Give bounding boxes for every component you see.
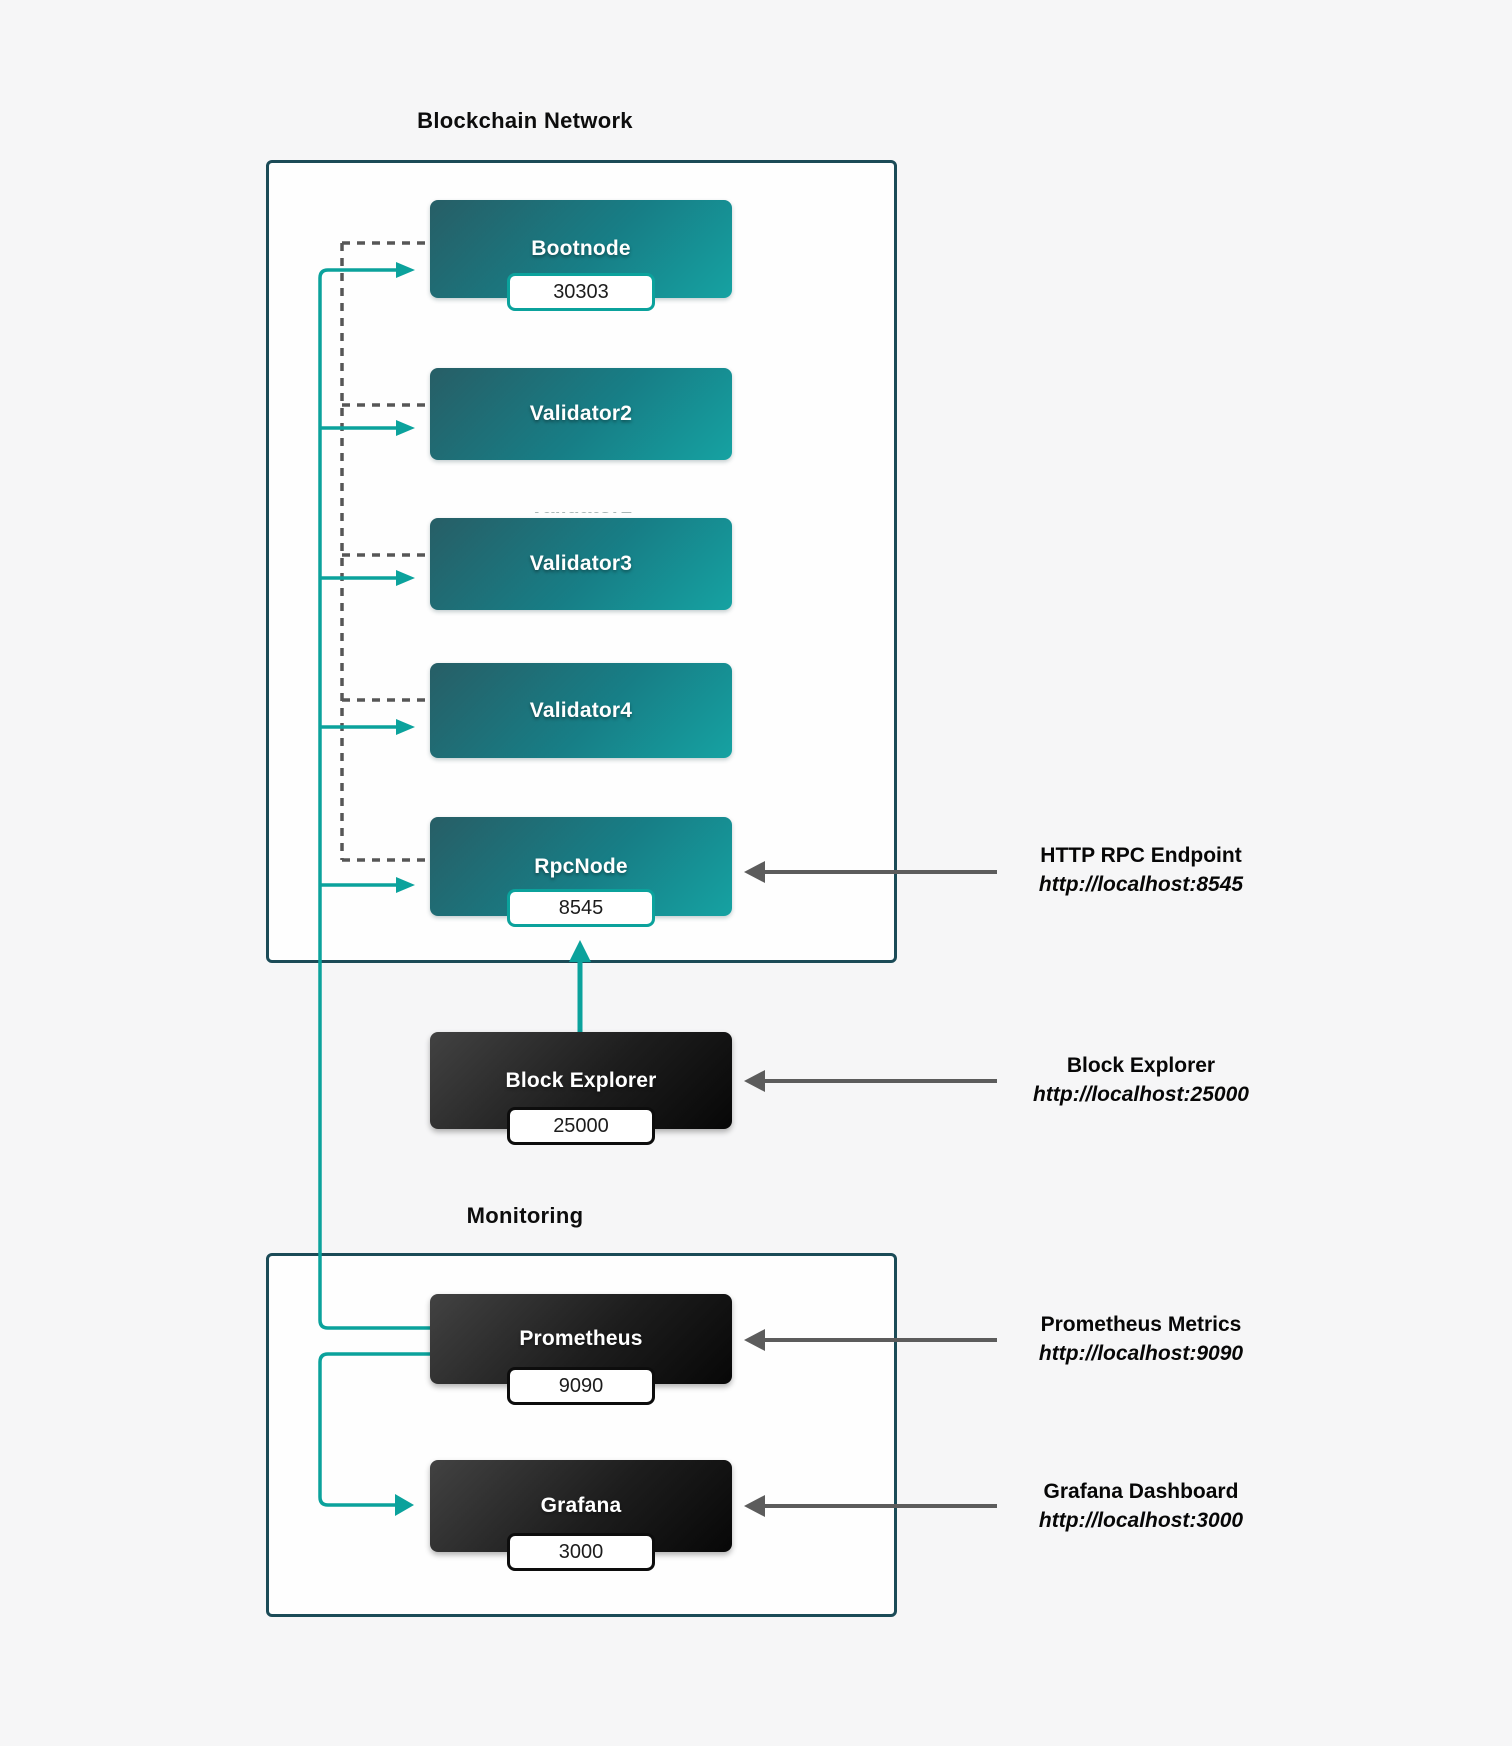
annotation-url: http://localhost:25000 bbox=[1033, 1083, 1249, 1106]
arrowhead-grafana-icon bbox=[395, 1494, 414, 1516]
annotation-prometheus-metrics: Prometheus Metrics http://localhost:9090 bbox=[991, 1310, 1291, 1368]
annotation-url: http://localhost:3000 bbox=[1038, 1509, 1244, 1532]
gray-endpoint-arrows bbox=[764, 870, 997, 1508]
node-bootnode-label: Bootnode bbox=[531, 237, 631, 260]
annotation-title: HTTP RPC Endpoint bbox=[1040, 844, 1242, 867]
arrowhead-up-icon bbox=[569, 940, 591, 962]
arrowhead-validator3-icon bbox=[396, 570, 415, 586]
annotation-title: Grafana Dashboard bbox=[1043, 1480, 1239, 1503]
node-rpcnode-label: RpcNode bbox=[534, 854, 628, 878]
port-badge-grafana: 3000 bbox=[507, 1533, 655, 1571]
node-validator2-label: Validator2 bbox=[529, 402, 633, 425]
arrowhead-left-prometheus-icon bbox=[744, 1329, 765, 1351]
arrowhead-left-rpc-icon bbox=[744, 861, 765, 883]
teal-trunk-line bbox=[318, 268, 430, 1330]
annotation-title: Block Explorer bbox=[1066, 1054, 1216, 1077]
node-prometheus: Prometheus bbox=[430, 1294, 732, 1384]
teal-link-prometheus-grafana bbox=[318, 1352, 430, 1507]
arrowhead-validator4-icon bbox=[396, 719, 415, 735]
node-block-explorer-label: Block Explorer bbox=[505, 1068, 657, 1092]
annotation-url: http://localhost:8545 bbox=[1038, 873, 1244, 896]
node-validator4-label: Validator4 bbox=[529, 698, 633, 722]
annotation-url: http://localhost:9090 bbox=[1038, 1342, 1244, 1365]
monitoring-section-title: Monitoring bbox=[466, 1203, 584, 1228]
port-badge-bootnode: 30303 bbox=[507, 273, 655, 311]
annotation-title: Prometheus Metrics bbox=[1040, 1313, 1242, 1336]
gray-arrowheads bbox=[744, 861, 765, 1517]
hidden-validator1-label-fragment: Validator1 bbox=[507, 512, 655, 518]
node-grafana-label: Grafana bbox=[540, 1494, 622, 1517]
port-badge-rpcnode: 8545 bbox=[507, 889, 655, 927]
node-prometheus-label: Prometheus bbox=[519, 1327, 643, 1350]
port-badge-prometheus: 9090 bbox=[507, 1367, 655, 1405]
dashed-peer-links bbox=[340, 241, 430, 862]
blockexplorer-to-rpcnode-arrow bbox=[569, 940, 591, 1035]
node-validator3: Validator3 bbox=[430, 518, 732, 610]
arrowhead-left-blockexplorer-icon bbox=[744, 1070, 765, 1092]
node-grafana: Grafana bbox=[430, 1460, 732, 1552]
port-badge-block-explorer: 25000 bbox=[507, 1107, 655, 1145]
teal-arrowheads bbox=[395, 262, 415, 1516]
blockchain-network-section-title: Blockchain Network bbox=[417, 108, 633, 133]
arrowhead-validator2-icon bbox=[396, 420, 415, 436]
arrowhead-rpcnode-icon bbox=[396, 877, 415, 893]
teal-links bbox=[318, 268, 430, 1507]
node-validator4: Validator4 bbox=[430, 663, 732, 758]
node-validator2: Validator2 bbox=[430, 368, 732, 460]
arrowhead-left-grafana-icon bbox=[744, 1495, 765, 1517]
arrowhead-bootnode-icon bbox=[396, 262, 415, 278]
annotation-http-rpc-endpoint: HTTP RPC Endpoint http://localhost:8545 bbox=[991, 841, 1291, 899]
annotation-grafana-dashboard: Grafana Dashboard http://localhost:3000 bbox=[991, 1477, 1291, 1535]
annotation-block-explorer: Block Explorer http://localhost:25000 bbox=[991, 1051, 1291, 1109]
node-validator3-label: Validator3 bbox=[529, 552, 633, 575]
